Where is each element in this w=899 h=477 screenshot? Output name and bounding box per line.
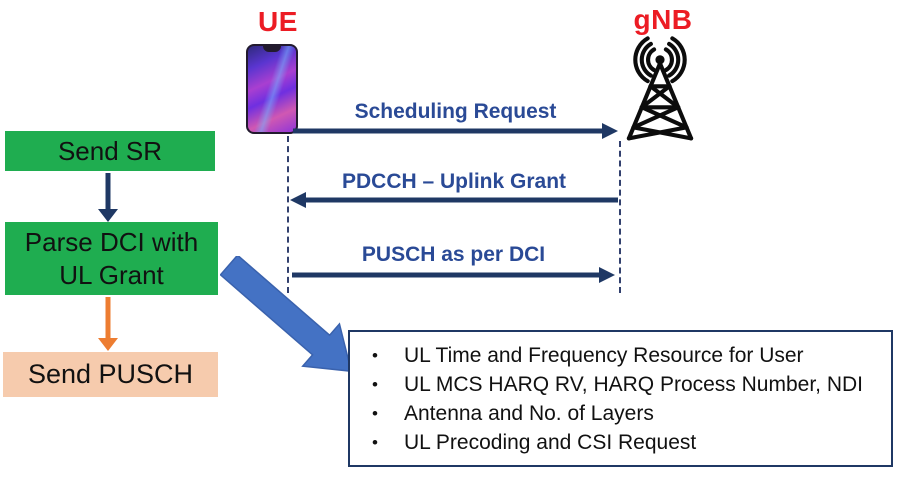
phone-wallpaper-streak: [249, 46, 296, 132]
bullet-icon: •: [372, 375, 378, 395]
info-item-text: UL MCS HARQ RV, HARQ Process Number, NDI: [404, 373, 864, 397]
info-item-text: Antenna and No. of Layers: [404, 402, 654, 426]
info-item: • UL Precoding and CSI Request: [372, 431, 881, 455]
cell-tower-icon: [626, 36, 694, 141]
arrow-line: [292, 272, 601, 278]
flow-step-send-pusch: Send PUSCH: [3, 352, 218, 397]
arrowhead-left-icon: [290, 192, 306, 208]
arrowhead-down-icon: [98, 338, 118, 351]
bullet-icon: •: [372, 404, 378, 424]
smartphone-icon: [246, 44, 298, 134]
phone-screen: [248, 46, 296, 132]
ue-lifeline: [287, 136, 289, 293]
message-arrow-scheduling-request: [293, 123, 618, 139]
arrowhead-down-icon: [98, 209, 118, 222]
flow-connector-navy-arrow-icon: [98, 173, 118, 222]
message-label-scheduling-request: Scheduling Request: [354, 100, 557, 123]
message-label-pusch-as-per-dci: PUSCH as per DCI: [361, 243, 546, 266]
big-blue-arrow-icon: [220, 256, 353, 373]
info-item-text: UL Precoding and CSI Request: [404, 431, 697, 455]
info-item: • UL Time and Frequency Resource for Use…: [372, 344, 881, 368]
arrowhead-right-icon: [599, 267, 615, 283]
dci-info-box: • UL Time and Frequency Resource for Use…: [348, 330, 893, 467]
flow-connector-orange-arrow-icon: [98, 297, 118, 351]
gnb-lifeline: [619, 141, 621, 293]
message-arrow-pdcch-uplink-grant: [290, 192, 618, 208]
gnb-actor-label: gNB: [633, 4, 693, 35]
arrowhead-right-icon: [602, 123, 618, 139]
arrow-shaft: [105, 297, 111, 339]
info-item: • Antenna and No. of Layers: [372, 402, 881, 426]
arrow-line: [293, 128, 604, 134]
bullet-icon: •: [372, 433, 378, 453]
info-item: • UL MCS HARQ RV, HARQ Process Number, N…: [372, 373, 881, 397]
bullet-icon: •: [372, 346, 378, 365]
message-label-pdcch-uplink-grant: PDCCH – Uplink Grant: [341, 170, 567, 193]
flow-step-send-sr: Send SR: [5, 131, 215, 171]
arrow-line: [304, 197, 618, 203]
info-item-text: UL Time and Frequency Resource for User: [404, 344, 804, 367]
flow-step-parse-dci-ul-grant: Parse DCI with UL Grant: [5, 222, 218, 295]
ue-actor-label: UE: [258, 6, 298, 37]
phone-notch: [263, 46, 281, 52]
arrow-shaft: [105, 173, 111, 210]
message-arrow-pusch-as-per-dci: [292, 267, 615, 283]
